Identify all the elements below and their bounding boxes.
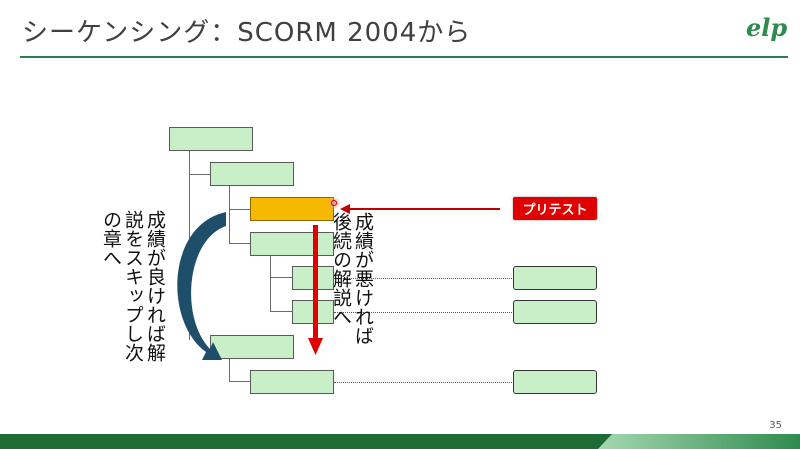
tree-node-next-item [250,370,334,394]
slide-title: シーケンシング：SCORM 2004から [22,18,472,48]
svg-text:elp: elp [746,13,787,42]
tree-node-explanation [250,232,334,256]
pretest-marker [327,196,341,210]
skip-arrow [177,212,226,360]
tree-line [270,255,271,312]
tree-line [189,174,210,175]
tree-line [229,243,250,244]
skip-annotation: 成績が良ければ解説をスキップし次の章へ [100,210,166,362]
tree-node-next-chapter [210,335,294,359]
tree-line [229,209,250,210]
dotted-link [334,382,514,383]
pretest-marker-dot [331,200,337,206]
elp-logo: elp [746,13,787,42]
side-box-1 [513,266,597,290]
tree-line [229,186,230,244]
side-box-3 [513,370,597,394]
proceed-arrow-head [308,338,323,355]
tree-line [270,311,292,312]
dotted-link [334,278,514,279]
side-box-2 [513,300,597,324]
title-divider [20,56,788,58]
dotted-link [334,312,514,313]
footer-bar [0,434,800,449]
tree-line [229,381,250,382]
tree-line [229,358,230,382]
proceed-annotation: 成績が悪ければ後続の解説へ [330,212,374,345]
tree-line [270,277,292,278]
tree-node-chapter [210,162,294,186]
tree-node-root [169,127,253,151]
pretest-label: プリテスト [513,197,597,220]
page-number: 35 [769,420,782,431]
proceed-arrow-shaft [313,225,318,340]
pretest-arrow-head [340,204,350,214]
